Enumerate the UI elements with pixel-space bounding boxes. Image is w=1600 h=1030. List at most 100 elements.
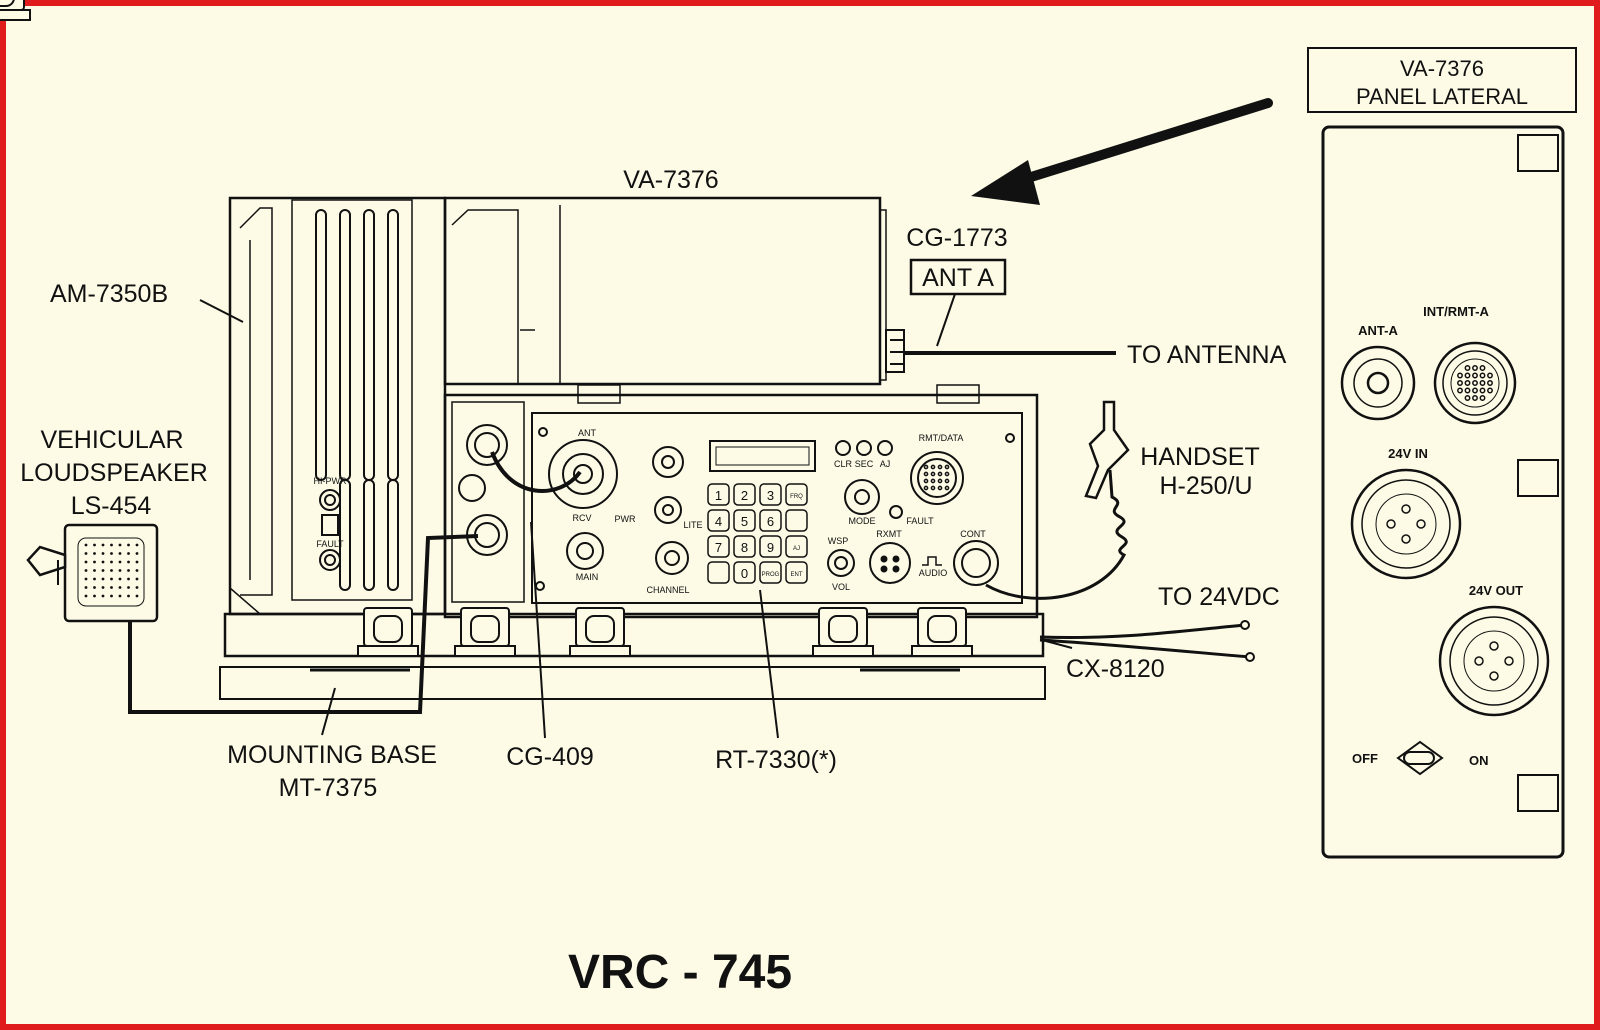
- connector-pin: [1472, 387, 1478, 394]
- connector-pin: [1472, 365, 1478, 371]
- panel-label-sec: SEC: [855, 459, 874, 469]
- amp-label-hi-pwr: HI-PWR: [314, 476, 347, 486]
- label-mt7375: MT-7375: [279, 774, 378, 802]
- grille-dot: [118, 594, 122, 598]
- keypad-key-label: FRQ: [790, 494, 803, 500]
- amp-fault-lamp: [319, 549, 341, 571]
- connector-pin: [944, 471, 950, 477]
- connector-pin: [1504, 656, 1514, 666]
- label-cx8120: CX-8120: [1066, 655, 1165, 683]
- connector-pin: [937, 471, 943, 477]
- grille-dot: [101, 560, 105, 564]
- keypad-key-label: 7: [715, 540, 722, 555]
- keypad-key: [785, 535, 808, 558]
- connector-pin: [1464, 387, 1471, 394]
- keypad-key: [759, 483, 782, 506]
- label-vehicular: VEHICULAR: [40, 426, 183, 454]
- side-panel-body: [1321, 125, 1565, 859]
- connector-pin: [1457, 380, 1463, 386]
- keypad-key-label: ENT: [791, 572, 803, 578]
- mounting-base: [223, 612, 1045, 658]
- grille-dot: [93, 577, 96, 581]
- panel-label-channel: CHANNEL: [646, 585, 689, 595]
- label-ant-a: ANT A: [922, 264, 994, 292]
- connector-pin: [937, 464, 943, 470]
- connector-pin: [923, 485, 929, 491]
- label-to-24vdc: TO 24VDC: [1158, 583, 1280, 611]
- ant-connector: [548, 439, 618, 509]
- connector-pin: [937, 485, 943, 491]
- ant-a-box: [909, 258, 1007, 296]
- grille-dot: [110, 552, 113, 555]
- mode-knob: [844, 479, 880, 515]
- connector-pin: [1457, 387, 1463, 394]
- connector-pin: [1472, 395, 1478, 401]
- sec-lamp: [856, 440, 872, 456]
- side-title-line2: PANEL LATERAL: [1356, 84, 1528, 109]
- grille-dot: [127, 594, 130, 598]
- connector-pin: [1386, 519, 1396, 529]
- connector-pin: [1464, 395, 1471, 401]
- panel-label-wsp: WSP: [828, 536, 849, 546]
- label-rt7330: RT-7330(*): [715, 746, 837, 774]
- grille-dot: [135, 560, 139, 564]
- radio-outer-frame: [443, 393, 1039, 619]
- grille-dot: [84, 552, 88, 555]
- connector-pin: [1487, 380, 1493, 386]
- grille-dot: [84, 586, 88, 589]
- keypad-key: [733, 561, 756, 584]
- grille-dot: [135, 569, 139, 572]
- panel-label-aj: AJ: [880, 459, 891, 469]
- side-power-toggle: [1396, 740, 1444, 776]
- panel-label-ant: ANT: [578, 428, 597, 438]
- diagram-title: VRC - 745: [568, 946, 792, 999]
- connector-pin: [1416, 519, 1426, 529]
- grille-dot: [84, 560, 88, 564]
- grille-dot: [93, 560, 96, 564]
- grille-dot: [127, 543, 130, 547]
- keypad-key: [785, 509, 808, 532]
- grille-dot: [93, 552, 96, 555]
- grille-dot: [101, 543, 105, 547]
- radio-display: [709, 440, 816, 472]
- handset-icon: [1084, 400, 1130, 500]
- keypad-key-label: PROG: [762, 572, 780, 578]
- panel-label-audio: AUDIO: [919, 568, 948, 578]
- keypad-key-label: 2: [741, 488, 748, 503]
- panel-label-lite: LITE: [683, 520, 702, 530]
- grille-dot: [135, 543, 139, 547]
- grille-dot: [93, 569, 96, 572]
- keypad-key-label: 4: [715, 514, 722, 529]
- base-clamps: [0, 0, 973, 657]
- keypad-key: [759, 561, 782, 584]
- label-am7350b: AM-7350B: [50, 280, 168, 308]
- keypad-key-label: 1: [715, 488, 722, 503]
- fault-lamp: [889, 505, 903, 519]
- panel-label-vol: VOL: [832, 582, 850, 592]
- connector-pin: [944, 464, 950, 470]
- connector-pin: [1401, 504, 1411, 514]
- grille-dot: [84, 569, 88, 572]
- keypad-key: [733, 483, 756, 506]
- connector-pin: [1479, 387, 1486, 394]
- side-label-on: ON: [1469, 753, 1489, 768]
- grille-dot: [127, 569, 130, 572]
- keypad-key-label: 8: [741, 540, 748, 555]
- aj-lamp: [877, 440, 893, 456]
- grille-dot: [110, 569, 113, 572]
- panel-label-clr: CLR: [834, 459, 853, 469]
- connector-pin: [1479, 395, 1486, 401]
- connector-pin: [930, 471, 936, 477]
- grille-dot: [101, 586, 105, 589]
- grille-dot: [84, 543, 88, 547]
- side-label-24v-out: 24V OUT: [1469, 583, 1523, 598]
- channel-knob: [655, 541, 689, 575]
- label-h250u: H-250/U: [1159, 472, 1252, 500]
- grille-dot: [118, 543, 122, 547]
- grille-dot: [127, 586, 130, 589]
- vrc-equipment-drawing: [219, 196, 1046, 700]
- connector-pin: [1472, 372, 1478, 379]
- grille-dot: [127, 577, 130, 581]
